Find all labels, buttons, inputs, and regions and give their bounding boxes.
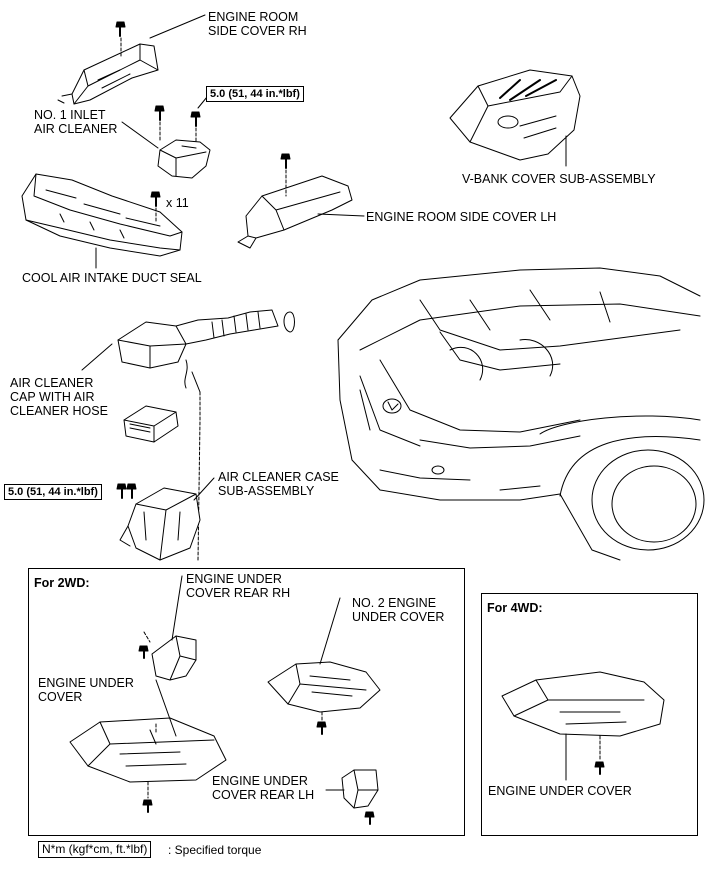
leader-line (171, 575, 183, 641)
label-under-cover-4wd: ENGINE UNDER COVER (488, 784, 632, 798)
leader-line (197, 96, 208, 109)
panel-4wd-title: For 4WD: (487, 601, 543, 615)
label-engine-room-side-cover-lh: ENGINE ROOM SIDE COVER LH (366, 210, 557, 224)
label-air-cleaner-case-line2: SUB-ASSEMBLY (218, 484, 315, 498)
engine-under-cover-4wd (501, 671, 665, 737)
label-cool-air-intake-duct-seal: COOL AIR INTAKE DUCT SEAL (22, 271, 202, 285)
label-air-cleaner-cap-line3: CLEANER HOSE (10, 404, 108, 418)
air-cleaner-case-sub-assembly (119, 487, 201, 561)
engine-under-cover-2wd (69, 717, 227, 783)
leader-line (193, 477, 215, 501)
legend-torque-box: N*m (kgf*cm, ft.*lbf) (38, 841, 152, 858)
label-no1-inlet-line2: AIR CLEANER (34, 122, 118, 136)
vehicle-front-illustration (337, 267, 705, 561)
bolt-icon (126, 483, 137, 499)
panel-2wd (28, 568, 465, 836)
lexus-emblem-icon (382, 398, 402, 414)
panel-2wd-title: For 2WD: (34, 576, 90, 590)
air-filter (123, 405, 179, 443)
engine-under-cover-rear-lh (341, 769, 379, 809)
bolt-icon (190, 111, 201, 127)
bolt-icon (116, 483, 127, 499)
label-air-cleaner-cap-line1: AIR CLEANER (10, 376, 94, 390)
leader-line (317, 213, 365, 217)
cool-air-intake-duct-seal (21, 173, 183, 257)
label-air-cleaner-case-line1: AIR CLEANER CASE (218, 470, 339, 484)
air-cleaner-cap-with-hose (117, 309, 295, 393)
panel-4wd (481, 593, 698, 836)
bolt-icon (364, 811, 375, 825)
label-under-cover-2wd-line2: COVER (38, 690, 83, 704)
label-air-cleaner-cap-line2: CAP WITH AIR (10, 390, 95, 404)
leader-line (81, 343, 113, 371)
label-no2-under-cover-line2: UNDER COVER (352, 610, 445, 624)
label-engine-room-side-cover-rh-line1: ENGINE ROOM (208, 10, 299, 24)
label-quantity-x11: x 11 (166, 196, 189, 210)
bolt-icon (142, 799, 153, 813)
torque-spec-upper: 5.0 (51, 44 in.*lbf) (206, 86, 304, 102)
bolt-icon (280, 153, 291, 169)
leader-line (149, 14, 206, 39)
leader-line (319, 597, 341, 665)
engine-room-side-cover-rh (57, 43, 159, 105)
no2-engine-under-cover (267, 661, 381, 713)
label-engine-room-side-cover-rh-line2: SIDE COVER RH (208, 24, 307, 38)
leader-line (121, 121, 159, 149)
bolt-icon (154, 105, 165, 121)
v-bank-cover-sub-assembly (449, 69, 581, 161)
label-no1-inlet-line1: NO. 1 INLET (34, 108, 106, 122)
bolt-icon (115, 21, 126, 37)
no1-inlet-air-cleaner (157, 139, 211, 179)
label-no2-under-cover-line1: NO. 2 ENGINE (352, 596, 437, 610)
engine-room-side-cover-lh (237, 175, 353, 249)
leader-line (155, 679, 177, 737)
bolt-icon (316, 721, 327, 735)
bolt-icon (138, 645, 149, 659)
engine-under-cover-rear-rh (151, 635, 197, 681)
label-under-cover-rear-lh-line2: COVER REAR LH (212, 788, 315, 802)
bolt-icon (150, 191, 161, 207)
label-under-cover-rear-rh-line2: COVER REAR RH (186, 586, 291, 600)
legend-text: : Specified torque (168, 843, 262, 857)
label-under-cover-rear-rh-line1: ENGINE UNDER (186, 572, 282, 586)
label-v-bank-cover: V-BANK COVER SUB-ASSEMBLY (462, 172, 656, 186)
bolt-icon (594, 761, 605, 775)
torque-spec-lower: 5.0 (51, 44 in.*lbf) (4, 484, 102, 500)
label-under-cover-2wd-line1: ENGINE UNDER (38, 676, 134, 690)
label-under-cover-rear-lh-line1: ENGINE UNDER (212, 774, 308, 788)
